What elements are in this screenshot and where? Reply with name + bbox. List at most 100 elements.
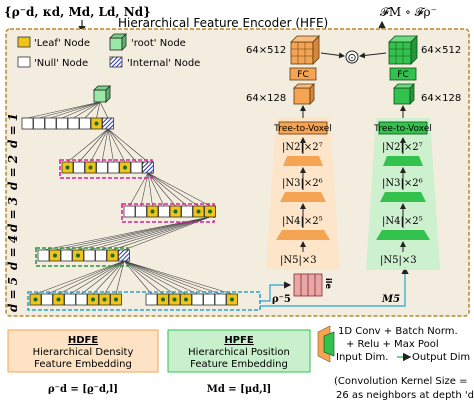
null-node	[33, 117, 45, 130]
tree-edge	[112, 216, 211, 251]
density-input-symbol: ρ⁻5	[272, 294, 291, 305]
tree-edge	[73, 101, 101, 119]
internal-node	[102, 117, 114, 130]
position-tree-to-voxel-label: Tree-to-Voxel	[373, 124, 432, 134]
legend-leaf: 'Leaf' Node	[34, 38, 90, 49]
leaf-node-dot	[76, 253, 80, 258]
tree-edge	[147, 172, 199, 207]
internal-swatch	[109, 56, 123, 68]
leaf-node-dot	[172, 297, 177, 302]
tree-edge	[101, 128, 109, 163]
tree-edge	[123, 260, 221, 295]
leaf-node-dot	[173, 209, 178, 214]
null-node	[214, 293, 227, 306]
tree-edge	[92, 260, 125, 295]
depth-3-group	[121, 203, 215, 223]
tree-edge	[123, 260, 233, 295]
tree-row-depth-2	[61, 161, 154, 174]
tree-edge	[84, 101, 101, 119]
depth-label-5: d = 5	[6, 277, 20, 312]
null-node	[181, 205, 193, 218]
density-input-block	[293, 273, 323, 297]
null-node	[64, 293, 76, 306]
null-node	[41, 293, 53, 306]
hpfe-line2: Feature Embedding	[190, 359, 288, 370]
leaf-node-dot	[53, 253, 57, 258]
internal-node	[142, 161, 154, 174]
null-node	[158, 205, 170, 218]
tree-edge	[107, 128, 126, 163]
internal-node	[118, 249, 130, 262]
density-mid-cube	[293, 83, 315, 105]
conv-legend-line2: + Relu + Max Pool	[346, 339, 439, 350]
depth5-to-position-connector	[260, 266, 409, 307]
position-fc-label: FC	[397, 70, 408, 80]
tree-edge	[147, 172, 211, 207]
position-encoder: 64×512 FC 64×128 Tree-to-Voxel |N2|×2⁷ |…	[366, 35, 461, 305]
leaf-node-dot	[114, 297, 118, 302]
density-stage-3: |N4|×2⁵	[282, 216, 323, 227]
null-node	[130, 161, 143, 174]
tree-edge	[123, 260, 164, 295]
null-node	[44, 117, 57, 130]
legend-null: 'Null' Node	[34, 58, 88, 69]
depth-label-1: d = 1	[6, 113, 20, 148]
null-node	[123, 205, 136, 218]
tree-row-depth-3	[123, 205, 216, 218]
position-stage-2: |N3|×2⁶	[382, 178, 423, 189]
conv-legend-line1: 1D Conv + Batch Norm.	[338, 326, 458, 337]
depth-label-2: d = 2	[6, 155, 20, 190]
tree-edge	[107, 128, 114, 163]
leaf-node-dot	[88, 165, 93, 170]
null-node	[191, 293, 204, 306]
hdfe-title: HDFE	[68, 335, 99, 346]
combine-symbol: ⊙	[347, 51, 356, 64]
position-out-dim: 64×512	[421, 45, 461, 56]
null-node	[145, 293, 158, 306]
tree-edge	[99, 101, 109, 119]
position-trapezoid-1	[383, 156, 423, 166]
null-node	[21, 117, 34, 130]
density-trapezoid-3	[276, 230, 330, 240]
position-stage-3: |N4|×2⁵	[382, 216, 423, 227]
hdfe-line2: Feature Embedding	[34, 359, 132, 370]
null-node	[95, 249, 107, 262]
position-input-symbol: M5	[381, 294, 400, 305]
tree-edge	[123, 260, 187, 295]
input-tuple: {ρ⁻d, κd, Md, Ld, Nd}	[4, 5, 151, 19]
position-fc-box	[389, 67, 417, 81]
kernel-note-line2: 26 as neighbors at depth 'd')	[336, 390, 474, 401]
leaf-node-dot	[56, 297, 61, 302]
leaf-node-dot	[33, 297, 38, 302]
position-to-combine	[359, 52, 387, 59]
tree-edge	[67, 128, 109, 163]
null-node	[37, 249, 50, 262]
depth-2-group	[59, 159, 153, 179]
position-trapezoid-3	[376, 230, 430, 240]
tree-edge	[96, 101, 101, 119]
position-stage-4: |N5|×3	[380, 255, 417, 266]
leaf-node-dot	[94, 121, 99, 126]
kernel-note-line1: (Convolution Kernel Size =	[334, 376, 468, 387]
density-fc-label: FC	[297, 70, 308, 80]
tree-edge	[107, 128, 137, 163]
density-out-dim: 64×512	[246, 45, 286, 56]
hdfe-box	[7, 329, 159, 373]
leaf-node-dot	[150, 209, 155, 214]
combine-node	[345, 50, 359, 64]
legend: 'Leaf' Node 'root' Node 'Null' Node 'Int…	[17, 33, 200, 69]
null-node	[75, 293, 88, 306]
root-cube-icon	[109, 33, 127, 51]
null-node	[83, 249, 96, 262]
tree-edge	[123, 260, 198, 295]
density-stage-1: |N2|×2⁷	[282, 142, 323, 153]
conv-legend-input: Input Dim.	[336, 352, 388, 363]
null-node	[67, 117, 80, 130]
leaf-node-dot	[123, 165, 127, 170]
tree-edge	[147, 172, 188, 207]
leaf-node-dot	[110, 253, 115, 258]
tree-row-depth-5	[29, 293, 238, 306]
depth-label-4: d = 4	[6, 235, 20, 270]
leaf-node-dot	[65, 165, 70, 170]
